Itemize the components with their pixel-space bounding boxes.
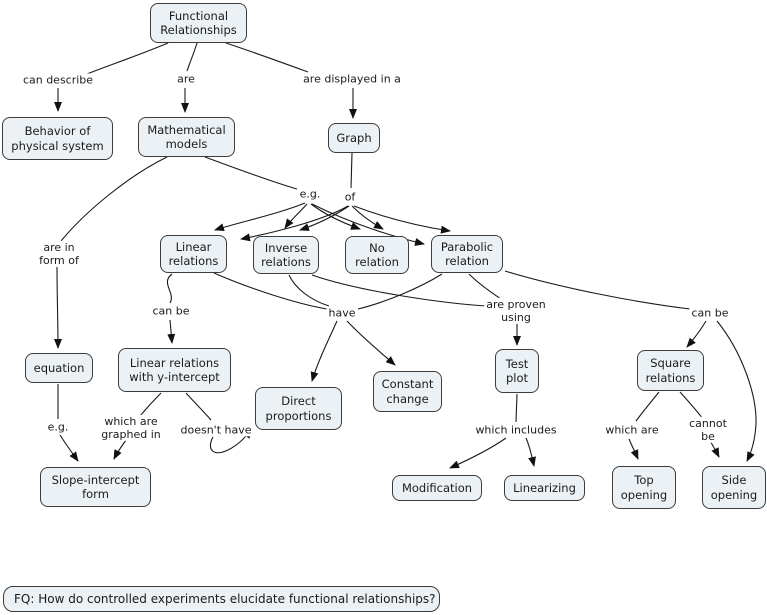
arrow-of-to-inverse (299, 205, 350, 231)
node-behavior-of-physical-system[interactable]: Behavior of physical system (2, 117, 113, 160)
arrow-can-be-to-side-opening (716, 320, 757, 462)
arrow-includes-to-linearizing (525, 437, 536, 467)
edge-label-are-proven-using[interactable]: are proven using (484, 297, 548, 325)
node-side-opening[interactable]: Side opening (702, 466, 766, 509)
arrow-which-are-to-top-opening (628, 438, 639, 460)
arrow-eg-to-linear (214, 202, 306, 232)
edge-functional-to-are (186, 42, 198, 72)
edge-parabolic-to-have (357, 273, 443, 310)
edge-linear-y-to-doesnt-have (185, 392, 212, 421)
edge-parabolic-to-can-be-right (504, 270, 691, 310)
edge-parabolic-to-proven (468, 273, 502, 300)
arrow-can-be-to-linear-y (167, 319, 176, 344)
edge-linear-to-have (213, 272, 328, 310)
arrow-can-be-to-square (686, 320, 707, 348)
edge-label-can-describe[interactable]: can describe (20, 73, 96, 87)
edge-square-to-which-are (635, 391, 660, 422)
node-linear-relations[interactable]: Linear relations (160, 235, 227, 273)
arrow-eg-to-no-relation (310, 203, 361, 230)
node-mathematical-models[interactable]: Mathematical models (138, 117, 235, 157)
node-direct-proportions[interactable]: Direct proportions (255, 387, 342, 430)
edge-mathematical-to-form-of (60, 156, 168, 242)
arrow-graphed-in-to-slope (113, 439, 127, 460)
edge-label-cannot-be[interactable]: cannot be (678, 416, 738, 444)
edge-mathematical-to-eg (204, 156, 298, 190)
edge-inverse-to-proven (311, 274, 487, 307)
edge-square-to-cannot-be (679, 391, 704, 420)
edge-label-eg[interactable]: e.g. (297, 187, 323, 201)
edge-label-can-be-right[interactable]: can be (689, 306, 731, 320)
arrow-form-of-to-equation (53, 266, 62, 349)
edge-label-which-includes[interactable]: which includes (473, 423, 559, 437)
node-graph[interactable]: Graph (328, 123, 380, 153)
edge-linear-to-can-be (166, 273, 173, 304)
node-linear-relations-with-y-intercept[interactable]: Linear relations with y-intercept (118, 348, 231, 392)
arrow-have-to-direct (310, 320, 338, 382)
edge-label-can-be-left[interactable]: can be (150, 304, 192, 318)
edge-functional-to-displayed (225, 42, 309, 73)
node-modification[interactable]: Modification (392, 475, 482, 501)
node-functional-relationships[interactable]: Functional Relationships (150, 3, 247, 43)
edge-label-eg2[interactable]: e.g. (45, 420, 71, 434)
edge-functional-to-can-describe (86, 42, 169, 75)
edge-graph-to-of (350, 152, 353, 189)
node-parabolic-relation[interactable]: Parabolic relation (431, 235, 503, 273)
node-test-plot[interactable]: Test plot (495, 349, 539, 393)
edge-inverse-to-have (288, 274, 330, 307)
edge-label-are-displayed-in-a[interactable]: are displayed in a (301, 72, 403, 86)
arrow-includes-to-modification (449, 437, 507, 469)
edge-label-which-are-graphed-in[interactable]: which are graphed in (99, 414, 163, 442)
arrow-have-to-constant (346, 320, 396, 366)
edge-label-have[interactable]: have (326, 306, 358, 320)
node-inverse-relations[interactable]: Inverse relations (253, 236, 319, 274)
node-constant-change[interactable]: Constant change (373, 371, 442, 412)
node-equation[interactable]: equation (25, 353, 93, 383)
node-square-relations[interactable]: Square relations (637, 350, 704, 391)
node-top-opening[interactable]: Top opening (612, 466, 676, 509)
edge-test-plot-to-includes (515, 393, 518, 423)
edge-label-of[interactable]: of (342, 190, 358, 204)
arrow-of-to-linear (240, 205, 349, 242)
edge-label-are-in-form-of[interactable]: are in form of (37, 240, 81, 268)
node-no-relation[interactable]: No relation (345, 236, 409, 274)
node-linearizing[interactable]: Linearizing (504, 475, 585, 501)
focus-question[interactable]: FQ: How do controlled experiments elucid… (3, 586, 440, 612)
arrow-of-to-parabolic (353, 205, 451, 234)
arrow-eg2-to-slope (59, 434, 79, 462)
edge-label-are[interactable]: are (175, 72, 197, 86)
node-slope-intercept-form[interactable]: Slope-intercept form (40, 467, 151, 507)
edge-linear-y-to-graphed-in (139, 392, 162, 417)
edge-label-doesnt-have[interactable]: doesn't have (178, 423, 254, 437)
arrow-of-to-no-relation (351, 205, 384, 230)
edge-label-which-are[interactable]: which are (603, 423, 661, 437)
arrow-eg-to-inverse (284, 203, 308, 229)
arrow-eg-to-parabolic (311, 203, 425, 246)
